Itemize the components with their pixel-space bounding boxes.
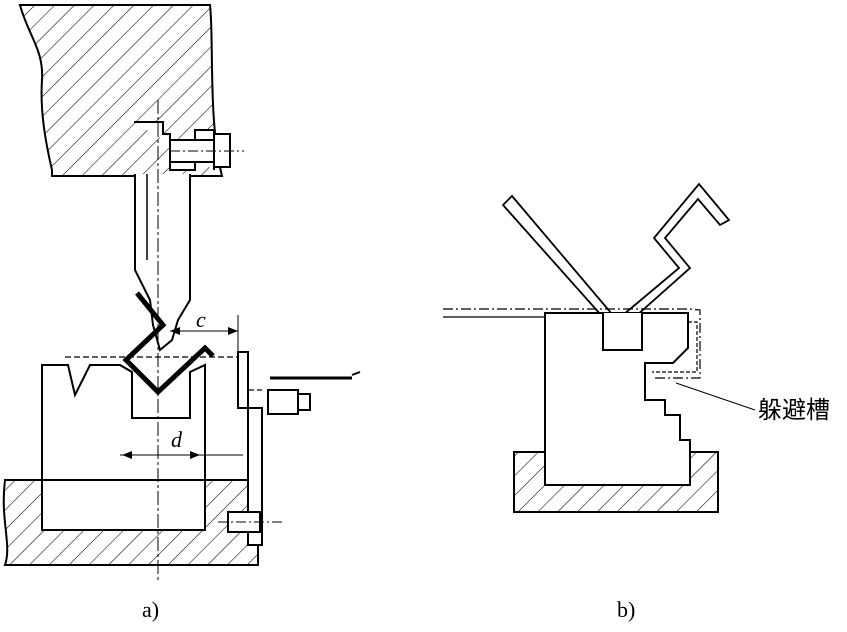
workpiece-a [122, 291, 215, 396]
caption-b: b) [617, 597, 635, 622]
groove-label: 躲避槽 [758, 396, 830, 424]
caption-a: a) [142, 597, 159, 622]
dim-d-label: d [171, 427, 183, 452]
base-b [513, 451, 719, 513]
panel-a-drawing [2, 4, 361, 580]
dim-c-label: c [196, 307, 206, 332]
upper-ram [18, 4, 224, 177]
stop-bolt [267, 389, 299, 415]
blank-line-b [443, 308, 701, 379]
punch [134, 174, 191, 352]
relief-groove [652, 321, 698, 373]
groove-leader [675, 382, 756, 411]
panel-b-drawing [443, 182, 756, 513]
v-slot [602, 313, 643, 351]
workpiece-b [501, 182, 731, 335]
side-stop [237, 351, 263, 546]
